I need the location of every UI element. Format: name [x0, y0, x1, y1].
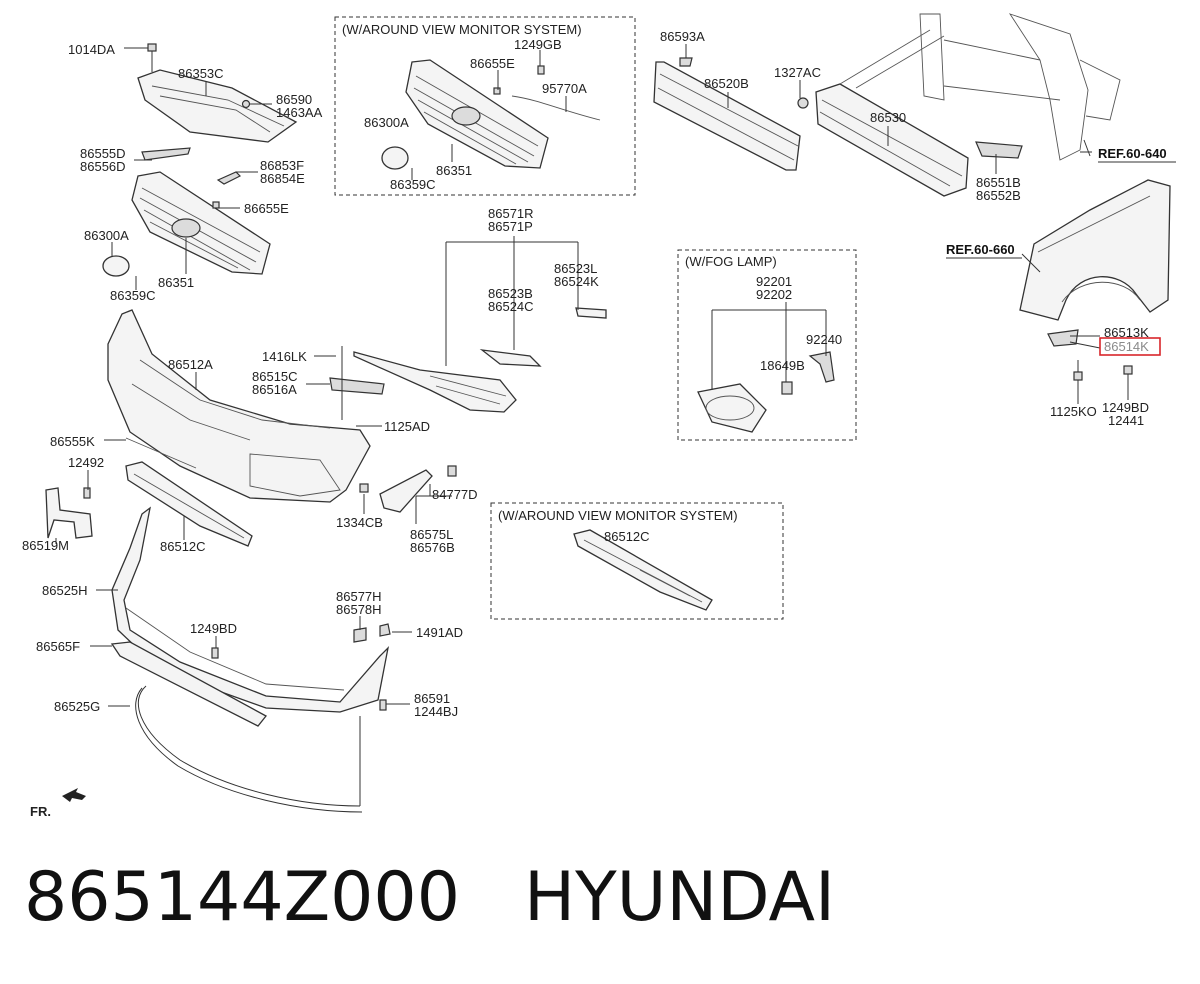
option-box-avm-top-title: (W/AROUND VIEW MONITOR SYSTEM) [342, 22, 582, 37]
part-label: 86655E [244, 201, 289, 216]
radiator-grille-part [102, 147, 271, 277]
part-label: 86515C [252, 369, 298, 384]
option-box-fog-lamp-title: (W/FOG LAMP) [685, 254, 777, 269]
part-label: 86516A [252, 382, 297, 397]
part-label: 86593A [660, 29, 705, 44]
part-label: 86525G [54, 699, 100, 714]
part-label: 86359C [110, 288, 156, 303]
part-label: 86577H [336, 589, 382, 604]
fog-lamp-part [697, 302, 835, 433]
leader-lines [55, 44, 1129, 806]
part-label: 86523B [488, 286, 533, 301]
part-label: 86351 [158, 275, 194, 290]
part-label: 18649B [760, 358, 805, 373]
part-caption: 865144Z000 HYUNDAI [24, 858, 835, 937]
avm-grille-part [381, 59, 601, 170]
option-box-avm-top [334, 16, 636, 196]
part-label: 1491AD [416, 625, 463, 640]
part-label: 86555D [80, 146, 126, 161]
ref-label-60-660: REF.60-660 [946, 242, 1015, 257]
part-label: 86590 [276, 92, 312, 107]
part-label: 1249BD [1102, 400, 1149, 415]
part-label: 12441 [1108, 413, 1144, 428]
drl-lamp-part [353, 236, 607, 413]
part-label: 86520B [704, 76, 749, 91]
part-label: 86523L [554, 261, 597, 276]
front-direction-arrow-icon [62, 788, 86, 802]
part-label: 95770A [542, 81, 587, 96]
part-label: 86512C [160, 539, 206, 554]
part-label: 86351 [436, 163, 472, 178]
ref-label-60-640: REF.60-640 [1098, 146, 1167, 161]
part-label: 86530 [870, 110, 906, 125]
part-label: 86551B [976, 175, 1021, 190]
part-label: 12492 [68, 455, 104, 470]
part-label: 86571P [488, 219, 533, 234]
part-label: 86525H [42, 583, 88, 598]
part-label: 1014DA [68, 42, 115, 57]
grille-reinforcement-part [653, 57, 801, 171]
radiator-support-part [839, 13, 1121, 161]
part-label: 92202 [756, 287, 792, 302]
option-box-fog-lamp [677, 249, 857, 441]
part-label: 1249BD [190, 621, 237, 636]
lower-grille-part [125, 437, 253, 547]
grille-cover-part [137, 43, 298, 143]
part-label: 86512A [168, 357, 213, 372]
side-bracket-part [359, 465, 457, 513]
part-label: 86552B [976, 188, 1021, 203]
part-label: 86555K [50, 434, 95, 449]
part-label: 86300A [364, 115, 409, 130]
option-box-avm-bottom [490, 502, 784, 620]
part-label: 1125KO [1050, 404, 1097, 419]
part-label: 86578H [336, 602, 382, 617]
part-label: 84777D [432, 487, 478, 502]
lower-bumper-part [110, 506, 391, 813]
part-label: 86571R [488, 206, 534, 221]
caption-brand: HYUNDAI [523, 858, 836, 937]
front-direction-label: FR. [30, 804, 51, 819]
option-box-avm-bottom-title: (W/AROUND VIEW MONITOR SYSTEM) [498, 508, 738, 523]
part-label: 86591 [414, 691, 450, 706]
part-label: 86854E [260, 171, 305, 186]
part-label: 1244BJ [414, 704, 458, 719]
caption-part-number: 865144Z000 [24, 858, 460, 937]
part-label: 1249GB [514, 37, 562, 52]
front-bumper-cover-part [107, 309, 385, 503]
front-fender-part [1019, 179, 1171, 381]
avm-lower-grille-part [573, 529, 713, 611]
part-label: 92240 [806, 332, 842, 347]
part-label: 86565F [36, 639, 80, 654]
part-label: 86512C [604, 529, 650, 544]
part-label: 86575L [410, 527, 453, 542]
part-label: 86353C [178, 66, 224, 81]
part-label: 1416LK [262, 349, 307, 364]
part-label: 1327AC [774, 65, 821, 80]
part-label: 86519M [22, 538, 69, 553]
part-label-highlighted: 86514K [1104, 339, 1149, 354]
license-bracket-part [45, 487, 93, 539]
highlight-box [1099, 337, 1161, 356]
part-label: 86513K [1104, 325, 1149, 340]
part-label: 1463AA [276, 105, 323, 120]
part-label: 86655E [470, 56, 515, 71]
part-label: 86524K [554, 274, 599, 289]
part-label: 86359C [390, 177, 436, 192]
part-label: 86556D [80, 159, 126, 174]
part-label: 92201 [756, 274, 792, 289]
part-label: 86524C [488, 299, 534, 314]
part-labels: 1014DA 86353C 86590 1463AA 86555D 86556D… [22, 29, 1149, 719]
part-label: 86853F [260, 158, 304, 173]
part-label: 1334CB [336, 515, 383, 530]
part-label: 86300A [84, 228, 129, 243]
part-label: 86576B [410, 540, 455, 555]
part-label: 1125AD [384, 419, 430, 434]
